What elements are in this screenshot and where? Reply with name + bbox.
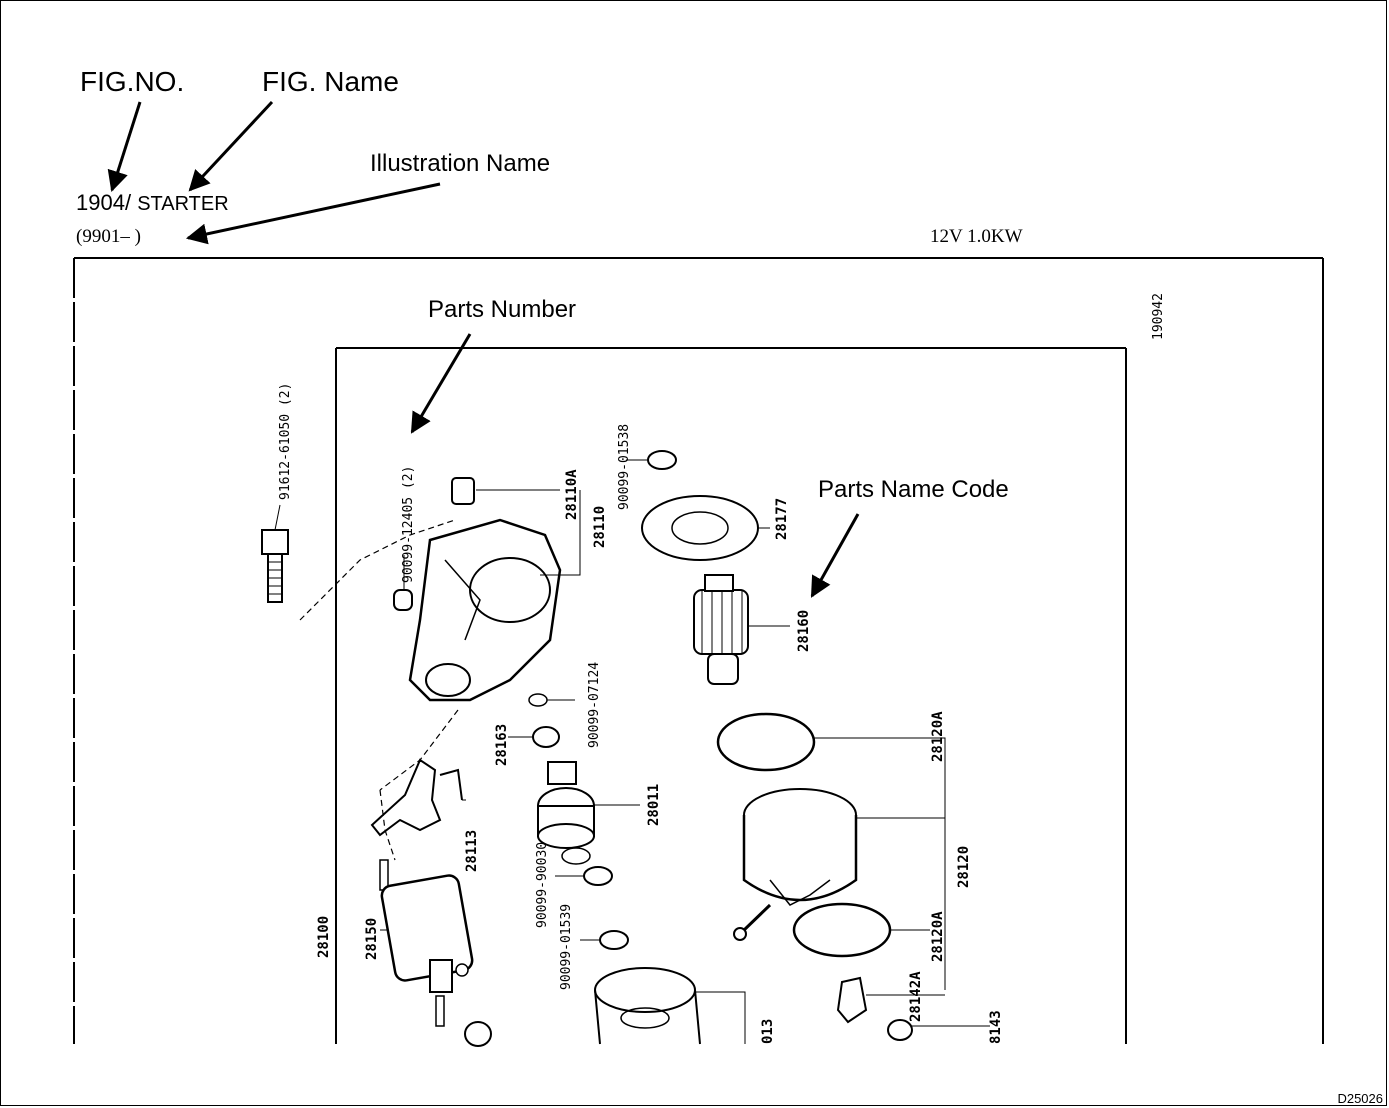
label-28120a-top: 28120A bbox=[930, 711, 946, 762]
arrow-parts-name-code bbox=[810, 513, 860, 598]
label-90099-07124: 90099-07124 bbox=[587, 662, 602, 748]
label-013: 013 bbox=[760, 1019, 776, 1044]
label-28110a: 28110A bbox=[564, 469, 580, 520]
label-28143: 8143 bbox=[988, 1010, 1004, 1044]
fig-number: 1904/ bbox=[76, 190, 132, 215]
label-28100: 28100 bbox=[316, 916, 332, 958]
fig-title: STARTER bbox=[137, 193, 229, 215]
callout-illustration-name: Illustration Name bbox=[370, 150, 551, 177]
arrow-fig-name bbox=[188, 100, 274, 192]
clutch-icon bbox=[537, 761, 595, 865]
snap-ring-icon bbox=[583, 866, 613, 886]
label-28177: 28177 bbox=[774, 498, 790, 540]
bushing-28110a-icon bbox=[451, 477, 475, 505]
washer-2-icon bbox=[599, 930, 629, 950]
bolt-icon bbox=[261, 504, 289, 603]
label-28011: 28011 bbox=[646, 784, 662, 826]
cover-plate-icon bbox=[641, 495, 759, 561]
drive-lever-icon bbox=[370, 758, 463, 837]
callout-parts-number: Parts Number bbox=[428, 296, 577, 323]
label-28160: 28160 bbox=[796, 610, 812, 652]
assembly-box bbox=[335, 347, 1127, 1044]
brush-icon bbox=[887, 1019, 913, 1041]
drive-housing-icon bbox=[408, 518, 562, 702]
label-90099-01539: 90099-01539 bbox=[559, 904, 574, 990]
illustration-box bbox=[73, 257, 1324, 1044]
label-28110: 28110 bbox=[592, 506, 608, 548]
solenoid-icon bbox=[379, 859, 474, 1027]
arrow-fig-no bbox=[107, 101, 142, 193]
washer-icon bbox=[647, 450, 677, 470]
bushing-icon bbox=[393, 589, 413, 611]
label-91612: 91612-61050 (2) bbox=[278, 383, 293, 500]
doc-code: D25026 bbox=[1337, 1091, 1383, 1106]
fig-header: 1904/ STARTER bbox=[76, 190, 229, 216]
label-90099-12405: 90099-12405 (2) bbox=[401, 466, 416, 583]
label-28120a-bottom: 28120A bbox=[930, 911, 946, 962]
label-90099-01538: 90099-01538 bbox=[617, 424, 632, 510]
label-28120: 28120 bbox=[956, 846, 972, 888]
brush-spring-icon bbox=[836, 976, 868, 1024]
label-28142a: 28142A bbox=[908, 971, 924, 1022]
yoke-icon bbox=[733, 788, 858, 941]
callout-fig-name: FIG. Name bbox=[262, 66, 399, 97]
starter-housing-icon bbox=[594, 967, 701, 1045]
bushing-28163-icon bbox=[532, 726, 560, 748]
label-90099-90030: 90099-90030 bbox=[535, 842, 550, 928]
callout-parts-name-code: Parts Name Code bbox=[818, 476, 1009, 503]
illustration-id: 190942 bbox=[1151, 293, 1166, 340]
arrow-illustration-name bbox=[185, 182, 441, 245]
o-ring-bottom-icon bbox=[792, 902, 892, 958]
label-28113: 28113 bbox=[464, 830, 480, 872]
spec-label: 12V 1.0KW bbox=[930, 226, 1023, 247]
o-ring-top-icon bbox=[716, 712, 816, 772]
arrow-parts-number bbox=[410, 333, 472, 434]
label-28150: 28150 bbox=[364, 918, 380, 960]
date-range: (9901– ) bbox=[76, 226, 141, 247]
small-bushing-icon bbox=[464, 1021, 492, 1047]
planetary-gear-icon bbox=[693, 574, 749, 685]
retaining-ring-icon bbox=[528, 693, 548, 707]
callout-fig-no: FIG.NO. bbox=[80, 66, 185, 97]
label-28163: 28163 bbox=[494, 724, 510, 766]
